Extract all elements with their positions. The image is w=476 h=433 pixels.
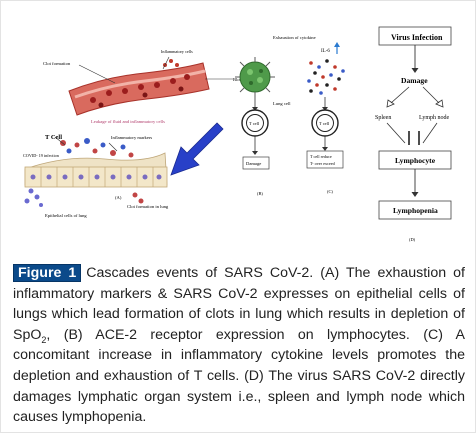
blue-arrow-icon: [170, 122, 224, 176]
arrow-d1-icon: [411, 68, 419, 73]
label-leakage: Leakage of fluid and inflammatory cells: [91, 119, 165, 124]
panel-a-label: (A): [115, 195, 122, 200]
label-clot-lung: Clot formation in lung: [127, 204, 169, 209]
label-spleen: Spleen: [375, 115, 391, 121]
label-t-cell-c: T cell: [319, 121, 330, 126]
arrow-c2-icon: [322, 147, 328, 151]
blood-vessel-illustration: [68, 56, 233, 116]
label-damage-d: Damage: [401, 76, 428, 85]
cytokine-cluster-icon: [307, 59, 345, 95]
figure-label: Figure 1: [13, 264, 82, 282]
label-t-over-exceed: T- over exceed: [310, 161, 336, 166]
label-t-cell-a: T Cell: [45, 134, 62, 141]
virus-icon: [235, 57, 275, 97]
panel-c-label: (C): [327, 189, 333, 194]
label-t-cell-reduce: T cell reduce: [310, 154, 332, 159]
figure-svg: Clot formation Inflammatory cells Blood …: [23, 26, 452, 242]
arrow-d-lymph-icon: [435, 99, 444, 108]
panel-b-label: (B): [257, 191, 263, 196]
arrow-c1-icon: [322, 107, 328, 111]
caption-text-part2: , (B) ACE-2 receptor expression on lymph…: [13, 326, 465, 426]
t-cell-circle-c: [316, 114, 334, 132]
lymphopenia-box: [378, 200, 452, 220]
label-lymphocyte: Lymphocyte: [395, 156, 436, 165]
label-il6: IL-6: [321, 49, 330, 54]
result-box-c: [306, 150, 344, 169]
label-inflammatory-cells: Inflammatory cells: [161, 49, 193, 54]
label-exhaustion-cytokine: Exhaustion of cytokine: [273, 35, 316, 40]
label-damage-b: Damage: [246, 161, 261, 166]
arrow-d2-icon: [411, 192, 419, 197]
caption-subscript: 2: [41, 334, 47, 345]
t-cell-circle-b: [246, 114, 264, 132]
label-lymphopenia: Lymphopenia: [393, 206, 438, 215]
lung-epithelium-illustration: [24, 136, 168, 207]
label-epithelial-cells: Epithelial cells of lung: [45, 213, 87, 218]
panel-b: T cell Lung cell Damage (B): [235, 57, 291, 196]
label-lung-cell: Lung cell: [273, 101, 291, 106]
panel-c: Exhaustion of cytokine IL-6: [273, 35, 345, 194]
label-clot-formation: Clot formation: [43, 61, 71, 66]
panel-a: Clot formation Inflammatory cells Blood …: [23, 49, 257, 218]
damage-box-b: [242, 156, 270, 170]
label-virus-infection: Virus Infection: [391, 33, 443, 42]
panel-d: Virus Infection Damage Spleen Lymph node…: [375, 26, 452, 242]
arrow-d-spleen-icon: [386, 99, 395, 108]
caption-text-part1: Cascades events of SARS CoV-2. (A) The e…: [13, 265, 465, 343]
label-inflammatory-markers: Inflammatory markers: [111, 135, 152, 140]
figure-image: Clot formation Inflammatory cells Blood …: [5, 5, 471, 257]
arrow-b2-icon: [252, 151, 258, 155]
label-t-cell-b: T cell: [249, 121, 260, 126]
label-covid-infection: COVID- 19 infection: [23, 153, 60, 158]
label-lymph-node: Lymph node: [419, 115, 450, 121]
panel-d-label: (D): [409, 237, 416, 242]
